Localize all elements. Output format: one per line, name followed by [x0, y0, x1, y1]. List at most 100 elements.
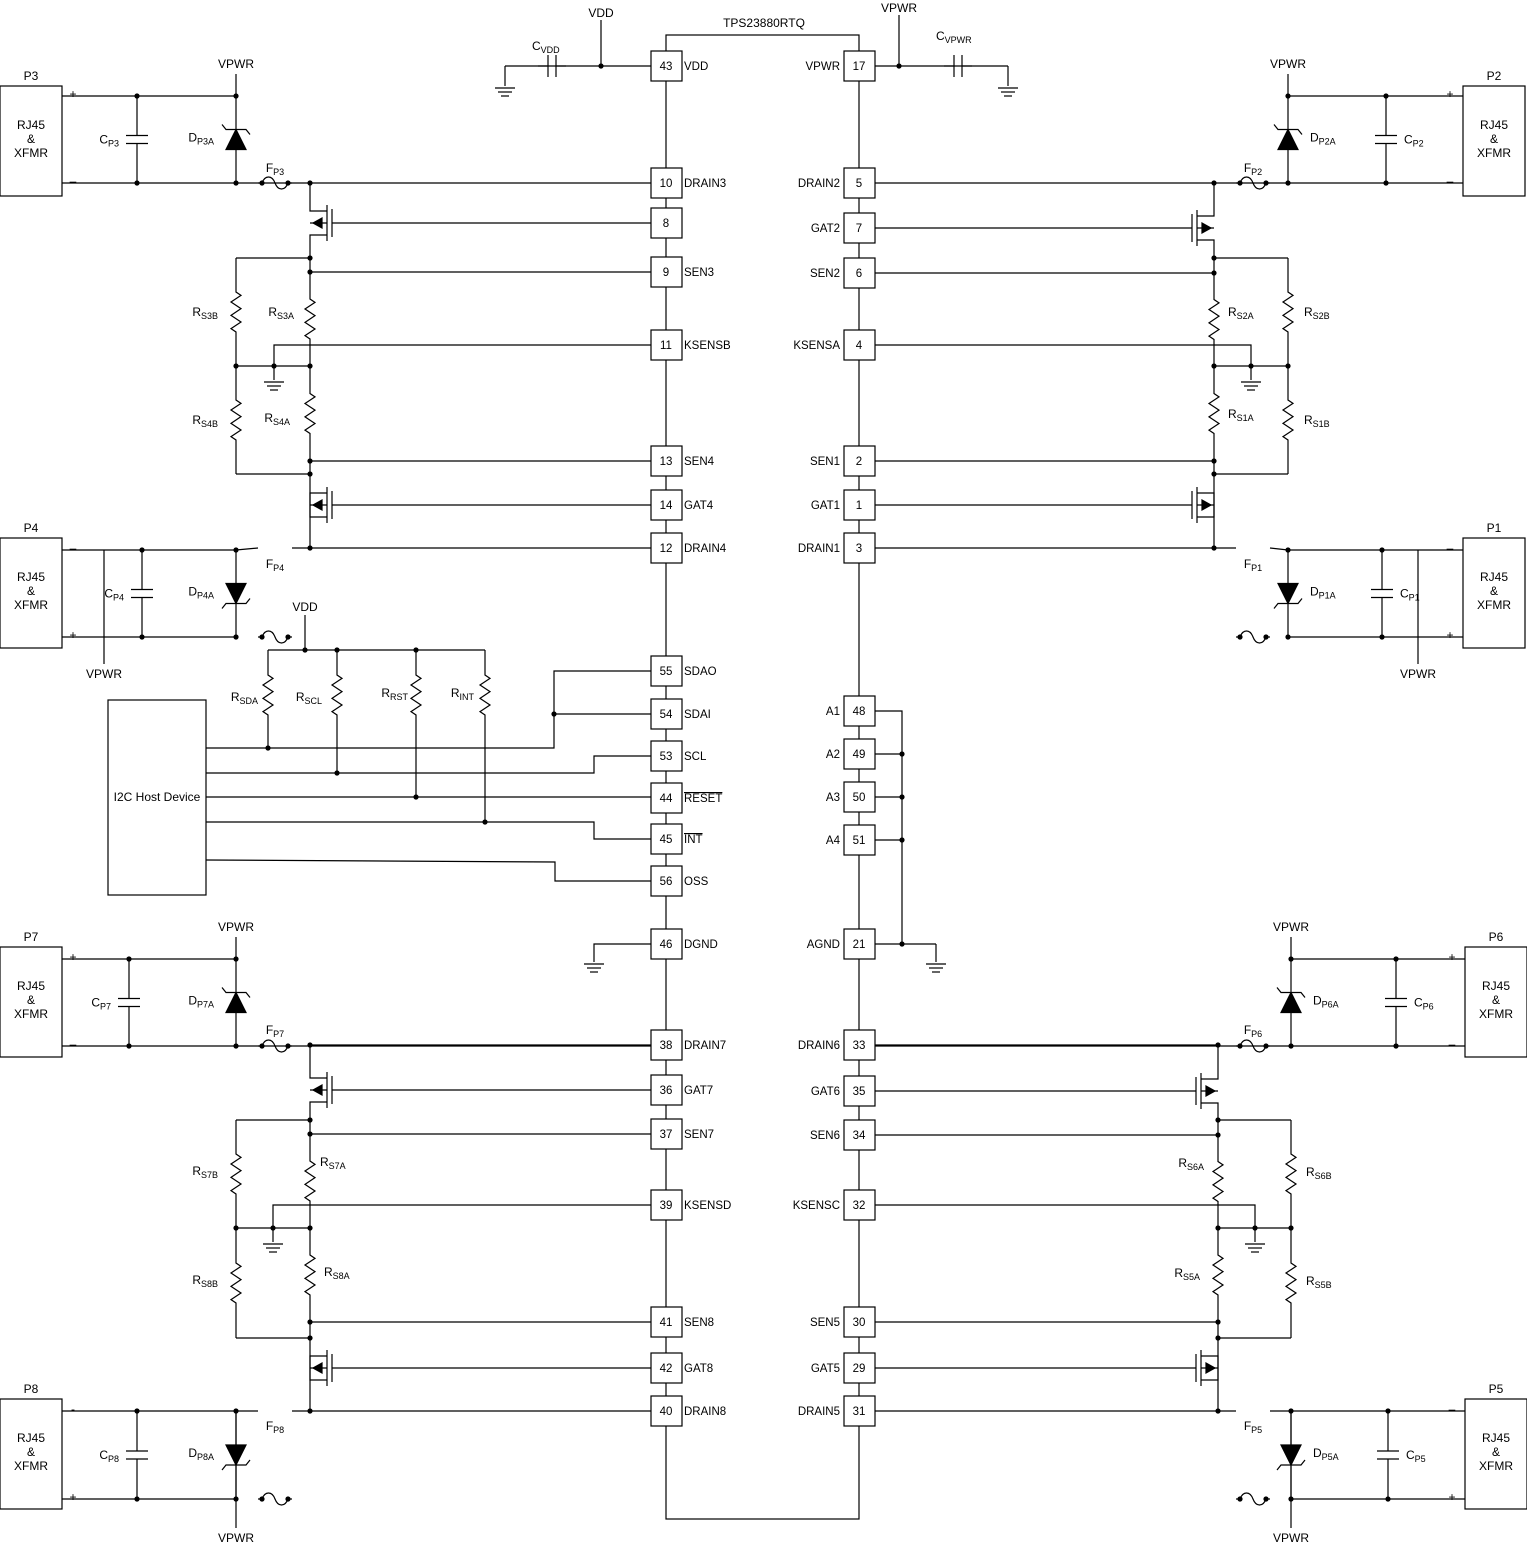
- pin-number: 21: [853, 939, 866, 951]
- diode-bar: [221, 124, 251, 135]
- connector-label: XFMR: [1477, 146, 1511, 160]
- rj45-connector: [1462, 85, 1526, 197]
- vpwr-label: VPWR: [1270, 57, 1306, 71]
- port-label: P1: [1487, 521, 1502, 535]
- pin-name: DRAIN8: [684, 1406, 726, 1418]
- pin-name: GAT4: [684, 500, 714, 512]
- pin-box: [650, 207, 683, 239]
- fuse: [1236, 1039, 1270, 1053]
- pullup-label: RINT: [451, 686, 475, 702]
- pin-number: 51: [853, 835, 866, 847]
- zener-diode: [1276, 987, 1306, 1014]
- pin-number: 41: [660, 1317, 673, 1329]
- pin-name: SEN7: [684, 1129, 714, 1141]
- vpwr-label: VPWR: [1273, 920, 1309, 934]
- sda-out-wire: [206, 670, 651, 749]
- polarity-sign: –: [1447, 541, 1454, 555]
- pin-name: KSENSA: [793, 340, 840, 352]
- resistor-label: RS5B: [1306, 1274, 1332, 1290]
- connector-label: &: [1492, 1445, 1500, 1459]
- capacitor: [126, 96, 148, 183]
- resistor-label: RS8A: [324, 1265, 350, 1281]
- ground-symbol: [1241, 381, 1261, 391]
- pin-name: SEN6: [810, 1130, 840, 1142]
- polarity-sign: +: [1446, 87, 1453, 101]
- cap-label: CP2: [1404, 133, 1424, 149]
- ksense-wire: [272, 1204, 651, 1242]
- junction-dot: [1383, 93, 1389, 99]
- pin-name: SEN2: [810, 268, 840, 280]
- pin-number: 48: [853, 706, 866, 718]
- connector-label: XFMR: [14, 1459, 48, 1473]
- fet-arrow: [311, 216, 323, 230]
- mosfet: [309, 1045, 333, 1120]
- port-label: P3: [24, 69, 39, 83]
- connector-label: RJ45: [1480, 570, 1508, 584]
- junction-dot: [1263, 1496, 1269, 1502]
- diode-bar: [221, 987, 251, 998]
- connector-label: &: [27, 132, 35, 146]
- fuse: [1236, 176, 1270, 190]
- connector-label: RJ45: [17, 1431, 45, 1445]
- port-label: P4: [24, 521, 39, 535]
- pin-name: DRAIN1: [798, 543, 840, 555]
- pin-box: [843, 1306, 876, 1338]
- diode-label: DP3A: [188, 131, 214, 147]
- fet-arrow: [1201, 221, 1213, 235]
- connector-label: &: [27, 584, 35, 598]
- junction-dot: [1285, 634, 1291, 640]
- resistor: [303, 1134, 317, 1228]
- resistor: [330, 668, 344, 722]
- resistor-label: RS3B: [192, 305, 218, 321]
- junction-dot: [1393, 956, 1399, 962]
- pin-name: INT: [684, 834, 703, 846]
- polarity-sign: +: [69, 1490, 76, 1504]
- pin-number: 12: [660, 543, 673, 555]
- diode-bar: [1273, 598, 1303, 609]
- pin-name: GAT7: [684, 1085, 713, 1097]
- pin-box: [843, 329, 876, 361]
- pin-box: [650, 1189, 683, 1221]
- junction-dot: [1263, 634, 1269, 640]
- junction-dot: [126, 1043, 132, 1049]
- drain-lead: [309, 183, 327, 212]
- pullup-label: RSCL: [296, 690, 322, 706]
- resistor: [229, 1228, 243, 1338]
- resistor-label: RS5A: [1174, 1266, 1200, 1282]
- cap-label: CP6: [1414, 996, 1434, 1012]
- resistor-label: RS6B: [1306, 1165, 1332, 1181]
- mosfet: [1195, 1045, 1219, 1120]
- pin-number: 30: [853, 1317, 866, 1329]
- polarity-sign: +: [69, 87, 76, 101]
- pin-name: KSENSB: [684, 340, 731, 352]
- capacitor: [1377, 1411, 1399, 1499]
- pin-name: AGND: [807, 939, 840, 951]
- fuse-curve: [261, 630, 289, 644]
- pin-box: [843, 1075, 876, 1107]
- pin-name: GAT8: [684, 1363, 713, 1375]
- resistor: [478, 668, 492, 722]
- pin-box: [650, 740, 683, 772]
- pin-number: 10: [660, 178, 673, 190]
- fuse-label: FP5: [1244, 1419, 1262, 1435]
- junction-dot: [1385, 1408, 1391, 1414]
- pin-name: DRAIN2: [798, 178, 840, 190]
- pin-box: [650, 167, 683, 199]
- pin-number: 39: [660, 1200, 673, 1212]
- zener-diode: [221, 582, 251, 609]
- polarity-sign: –: [70, 541, 77, 555]
- pin-name: SEN8: [684, 1317, 714, 1329]
- junction-dot: [270, 1225, 276, 1231]
- fet-arrow: [1201, 498, 1213, 512]
- diode-body: [225, 128, 247, 151]
- rj45-connector: [1462, 537, 1526, 649]
- resistor: [1211, 1228, 1225, 1322]
- rj45-connector: [0, 537, 63, 649]
- resistor-label: RS6A: [1178, 1156, 1204, 1172]
- fuse-label: FP2: [1244, 161, 1262, 177]
